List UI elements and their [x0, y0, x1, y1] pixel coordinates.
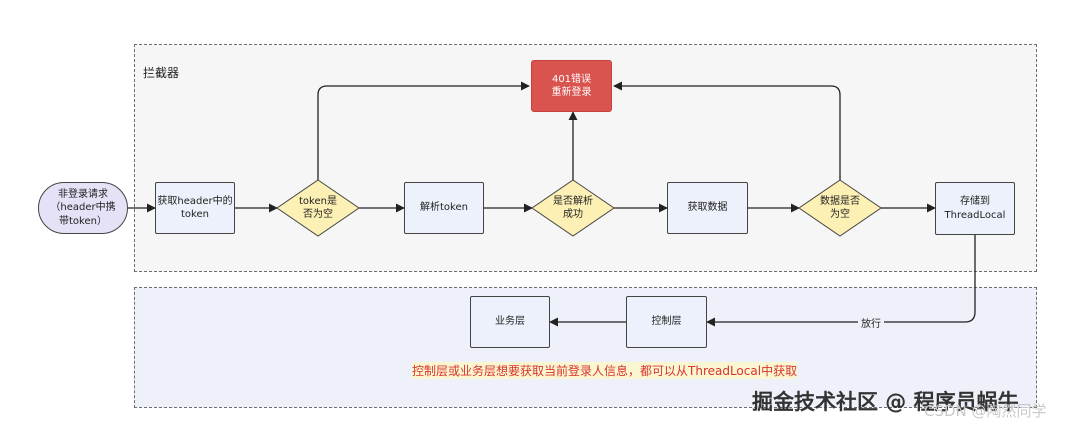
parse-token-node: 解析token — [404, 182, 484, 234]
edge-token-check-to-error — [317, 81, 530, 180]
diamond-data-empty — [798, 179, 882, 237]
service-node: 业务层 — [470, 296, 550, 348]
edge-store-to-controller — [706, 235, 976, 327]
threadlocal-note: 控制层或业务层想要获取当前登录人信息，都可以从ThreadLocal中获取 — [412, 362, 798, 379]
diamond-token-empty — [276, 179, 360, 237]
data-empty-label: 数据是否 为空 — [820, 195, 860, 221]
pass-edge-label: 放行 — [858, 315, 884, 330]
controller-node: 控制层 — [626, 296, 707, 348]
start-request-node: 非登录请求 （header中携 带token） — [38, 182, 128, 234]
get-data-node: 获取数据 — [667, 182, 748, 234]
diamond-parse-success — [531, 179, 615, 237]
store-threadlocal-node: 存储到 ThreadLocal — [935, 182, 1015, 235]
error-401-node: 401错误 重新登录 — [531, 60, 612, 112]
watermark-csdn: CSDN @陶然同学 — [924, 402, 1047, 420]
parse-success-label: 是否解析 成功 — [553, 195, 593, 221]
token-empty-label: token是 否为空 — [299, 195, 337, 221]
get-header-token-node: 获取header中的 token — [155, 182, 235, 234]
edge-data-check-to-error — [613, 81, 841, 180]
watermark-juejin: 掘金技术社区 @ 程序员蜗牛 — [752, 390, 1019, 414]
interceptor-title: 拦截器 — [143, 66, 180, 80]
post-interceptor-region — [134, 287, 1037, 408]
